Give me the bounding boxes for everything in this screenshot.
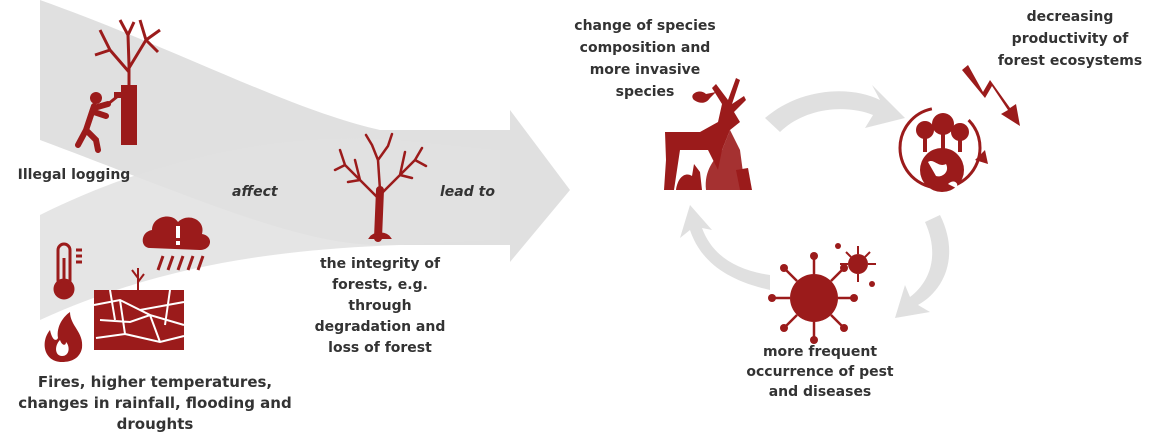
thermometer-icon: [53, 242, 82, 300]
label-illegal-logging: Illegal logging: [17, 167, 131, 183]
decline-arrow-icon: [962, 65, 1020, 126]
label-decreasing-productivity: decreasing productivity of forest ecosys…: [997, 9, 1143, 69]
forest-globe-icon: [898, 106, 988, 192]
label-pests-diseases: more frequent occurrence of pest and dis…: [746, 344, 894, 400]
virus-icon: [768, 243, 876, 344]
cycle-arrow-right: [895, 215, 950, 318]
bare-tree-icon: [94, 19, 161, 145]
cracked-ground-icon: [93, 268, 185, 350]
cycle-arrow-top: [765, 85, 905, 132]
climate-flow-arrow: [40, 138, 500, 320]
verb-affect: affect: [232, 184, 278, 200]
verb-lead-to: lead to: [440, 184, 495, 200]
fire-icon: [44, 312, 83, 362]
storm-cloud-icon: [142, 216, 211, 271]
dead-tree-icon: [333, 132, 428, 242]
animals-icon: [664, 78, 752, 190]
cycle-arrow-left: [680, 205, 770, 290]
logger-icon: [75, 92, 122, 153]
label-species-change: change of species composition and more i…: [574, 18, 716, 100]
label-forest-integrity: the integrity of forests, e.g. through d…: [314, 256, 446, 356]
label-climate-causes: Fires, higher temperatures, changes in r…: [18, 373, 292, 433]
